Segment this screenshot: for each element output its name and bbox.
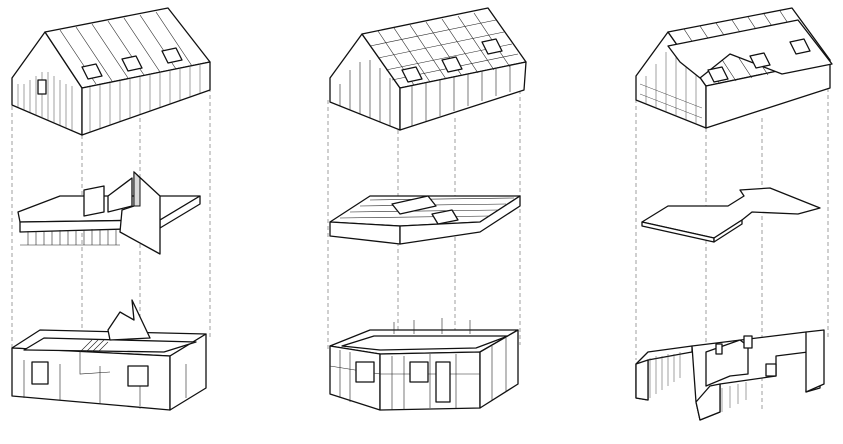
roof-frame	[329, 7, 527, 131]
floor-plate	[641, 187, 821, 243]
gable-window	[37, 79, 47, 95]
ground-floor	[11, 299, 207, 411]
window	[31, 361, 49, 385]
floor-slab	[17, 170, 201, 255]
floor-frame	[329, 195, 521, 245]
roof-window	[441, 56, 463, 73]
roof-window	[749, 52, 771, 69]
roof-shingled	[11, 7, 211, 136]
guide-lines-2	[327, 90, 521, 410]
roof-window	[481, 38, 503, 55]
partition-wall	[107, 177, 133, 213]
roof-panels	[635, 7, 833, 129]
wall-opening	[715, 343, 723, 355]
door-frame	[435, 361, 451, 403]
floor-opening	[431, 209, 459, 225]
floor-opening	[391, 195, 437, 215]
wall-frame	[329, 318, 519, 411]
wall-window	[765, 363, 777, 377]
roof-window	[121, 55, 143, 72]
column-panel	[635, 7, 833, 421]
roof-window	[81, 63, 103, 80]
roof-window	[789, 38, 811, 55]
roof-window	[707, 66, 729, 83]
roof-window	[161, 47, 183, 64]
window	[127, 365, 149, 387]
roof-window	[401, 66, 423, 83]
window-frame	[409, 361, 429, 383]
column-conventional	[11, 7, 211, 411]
stair-opening	[83, 185, 105, 217]
window-frame	[355, 361, 375, 383]
column-frame	[327, 7, 527, 411]
wall-window	[743, 335, 753, 349]
wall-panels	[635, 329, 825, 421]
